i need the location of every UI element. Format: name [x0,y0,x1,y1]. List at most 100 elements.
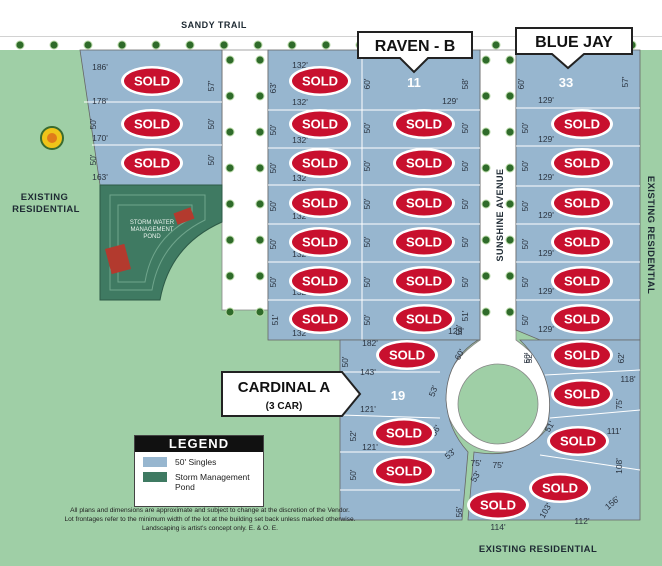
sold-badge: SOLD [393,188,455,218]
sunshine-avenue-label: SUNSHINE AVENUE [495,168,505,261]
lot-dimension: 50' [460,122,470,133]
sold-label: SOLD [560,434,596,449]
sold-badge: SOLD [121,148,183,178]
lot-dimension: 50' [206,118,216,129]
lot-dimension: 178' [92,96,108,106]
legend-label-pond: Storm Management Pond [175,472,250,492]
sold-label: SOLD [302,274,338,289]
lot-dimension: 50' [460,236,470,247]
sold-label: SOLD [480,498,516,513]
lot-dimension: 51' [460,310,470,321]
sold-label: SOLD [406,235,442,250]
svg-text:BLUE JAY: BLUE JAY [535,34,613,51]
sold-badge: SOLD [289,188,351,218]
disclaimer-line: All plans and dimensions are approximate… [70,507,350,514]
lot-number-33: 33 [559,75,573,90]
lot-dimension: 132' [292,211,308,221]
lot-dimension: 50' [88,118,98,129]
lot-dimension: 62' [616,352,626,363]
sold-label: SOLD [386,464,422,479]
sold-badge: SOLD [551,188,613,218]
sold-label: SOLD [564,235,600,250]
lot-dimension: 60' [516,78,526,89]
lot-dimension: 118' [620,374,636,384]
legend-item-singles: 50' Singles [143,457,263,467]
sandy-trail-label: SANDY TRAIL [181,20,247,30]
sold-label: SOLD [564,348,600,363]
lot-dimension: 129' [448,326,464,336]
sold-badge: SOLD [121,109,183,139]
lot-dimension: 50' [520,160,530,171]
lot-dimension: 50' [362,198,372,209]
lot-dimension: 50' [460,160,470,171]
callout-raven-b: RAVEN - B [357,31,473,74]
lot-dimension: 108' [614,458,624,474]
sold-badge: SOLD [551,148,613,178]
lot-dimension: 129' [538,95,554,105]
sold-label: SOLD [302,196,338,211]
lot-dimension: 60' [452,347,466,362]
sun-icon [40,126,64,150]
lot-dimension: 50' [88,154,98,165]
sold-badge: SOLD [289,66,351,96]
lot-dimension: 132' [292,249,308,259]
sold-badge: SOLD [289,304,351,334]
lot-dimension: 50' [362,236,372,247]
sold-badge: SOLD [393,304,455,334]
lot-dimension: 63' [268,82,278,93]
sold-label: SOLD [406,117,442,132]
lot-dimension: 129' [442,96,458,106]
lot-dimension: 50' [460,276,470,287]
lot-dimension: 51' [270,314,280,325]
lot-dimension: 132' [292,173,308,183]
lot-dimension: 53' [468,469,482,484]
lot-dimension: 50' [362,314,372,325]
sold-badge: SOLD [121,66,183,96]
sold-badge: SOLD [373,418,435,448]
sold-badge: SOLD [393,266,455,296]
pond-swatch [143,472,167,482]
lot-dimension: 52' [348,430,358,441]
sold-label: SOLD [389,348,425,363]
lot-dimension: 56' [454,506,464,517]
lot-dimension: 60' [362,78,372,89]
sold-badge: SOLD [551,379,613,409]
sold-label: SOLD [302,74,338,89]
lot-dimension: 75' [614,398,624,409]
legend-label-singles: 50' Singles [175,457,217,467]
storm-pond-area [99,184,223,301]
lot-dimension: 57' [620,76,630,87]
lot-dimension: 50' [206,154,216,165]
lot-dimension: 57' [206,80,216,91]
lot-dimension: 132' [292,60,308,70]
lot-dimension: 163' [92,172,108,182]
lot-dimension: 53' [427,384,440,398]
svg-text:(3 CAR): (3 CAR) [266,401,303,412]
lot-dimension: 50' [460,198,470,209]
lot-dimension: 50' [268,162,278,173]
lot-dimension: 129' [538,248,554,258]
sold-label: SOLD [386,426,422,441]
sold-label: SOLD [564,196,600,211]
sold-label: SOLD [564,117,600,132]
lot-dimension: 50' [520,122,530,133]
lot-dimension: 182' [362,338,378,348]
sold-label: SOLD [302,235,338,250]
lot-dimension: 114' [490,522,506,532]
sold-label: SOLD [134,74,170,89]
lot-dimension: 50' [340,356,350,367]
sold-label: SOLD [302,117,338,132]
sold-label: SOLD [406,274,442,289]
sold-badge: SOLD [467,490,529,520]
lot-dimension: 129' [538,286,554,296]
svg-text:CARDINAL A: CARDINAL A [238,379,331,396]
sold-badge: SOLD [393,148,455,178]
lot-dimension: 50' [520,200,530,211]
sold-badge: SOLD [289,266,351,296]
legend-item-pond: Storm Management Pond [143,472,263,492]
disclaimer-line: Lot frontages refer to the minimum width… [64,516,356,523]
sold-badge: SOLD [529,473,591,503]
lot-dimension: 51' [542,419,556,434]
